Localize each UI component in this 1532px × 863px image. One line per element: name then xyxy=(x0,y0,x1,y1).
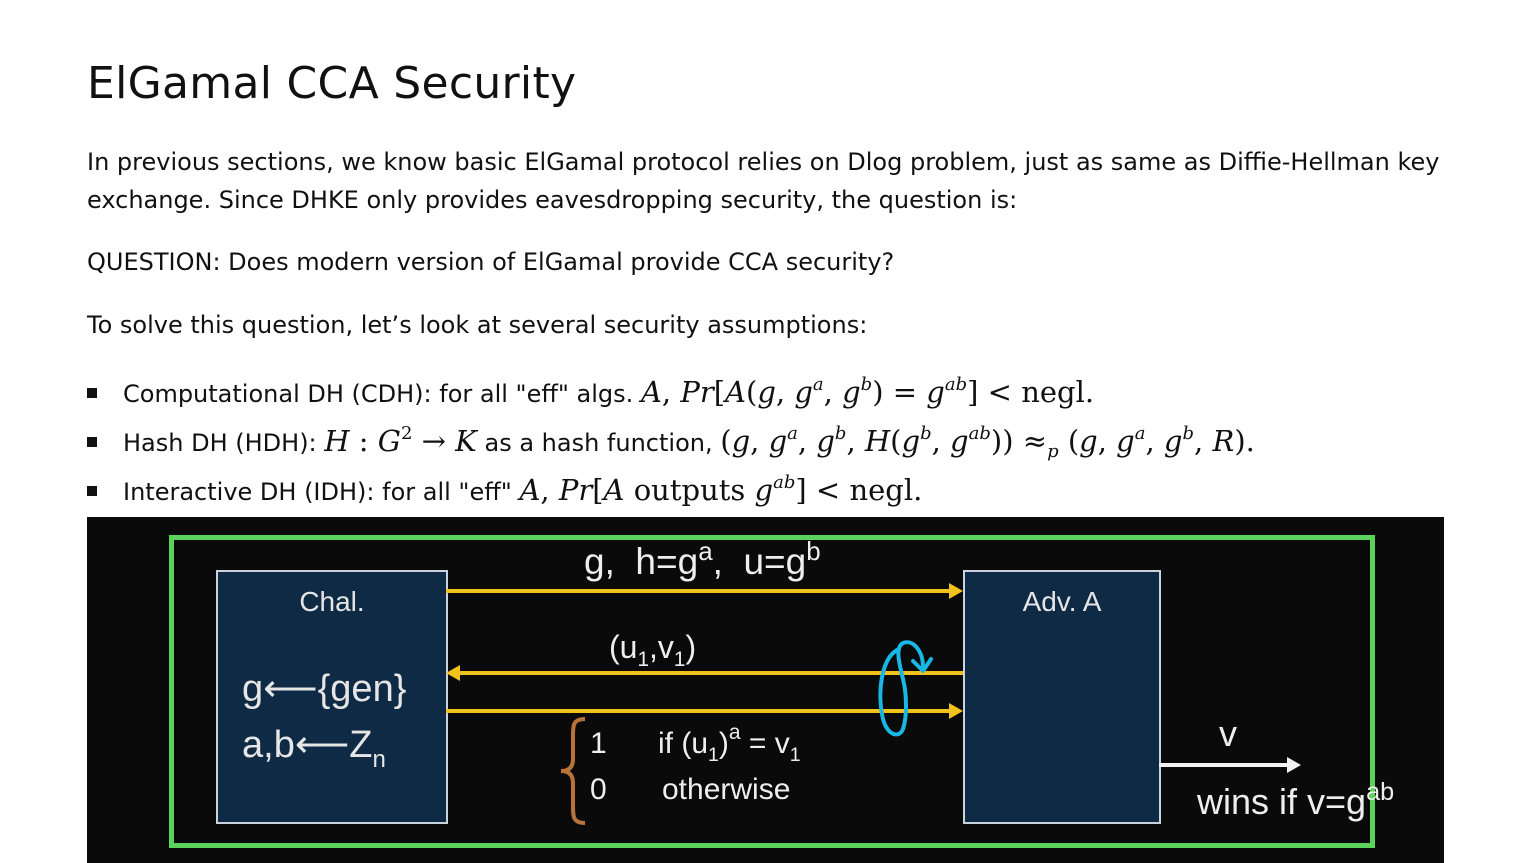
bullet-marker xyxy=(87,486,97,496)
assumption-cdh: Computational DH (CDH): for all "eff" al… xyxy=(87,368,1255,417)
adversary-box: Adv. A xyxy=(963,570,1161,824)
hdh-formula: (g, ga, gb, H(gb, gab)) ≈p (g, ga, gb, R… xyxy=(720,423,1255,462)
repeat-loop-icon xyxy=(878,640,933,737)
assumption-hdh: Hash DH (HDH): H : G2 → K as a hash func… xyxy=(87,417,1255,466)
cdh-formula: A, Pr[A(g, ga, gb) = gab] < negl. xyxy=(640,374,1095,409)
response-brace-icon xyxy=(560,717,586,825)
game-frame xyxy=(169,535,1375,848)
assumption-idh: Interactive DH (IDH): for all "eff" A, P… xyxy=(87,466,1255,515)
output-v-label: v xyxy=(1219,713,1237,754)
challenger-exp-line: a,b⟵Zn xyxy=(242,724,386,773)
response-arrow xyxy=(446,703,963,719)
response-otherwise: otherwise xyxy=(662,773,791,806)
hdh-hash-formula: H : G2 → K xyxy=(324,423,477,458)
assumption-hdh-middle: as a hash function, xyxy=(484,429,713,457)
response-zero: 0 xyxy=(590,773,607,806)
intro-paragraph: In previous sections, we know basic ElGa… xyxy=(87,148,1440,214)
query-arrow xyxy=(446,665,963,681)
adversary-title: Adv. A xyxy=(1022,586,1102,617)
challenger-title: Chal. xyxy=(299,586,365,617)
challenger-gen-line: g⟵{gen} xyxy=(242,668,407,710)
challenger-box: Chal. g⟵{gen} a,b⟵Zn xyxy=(216,570,448,824)
lead-in-paragraph: To solve this question, let’s look at se… xyxy=(87,311,868,339)
assumption-idh-label: Interactive DH (IDH): for all "eff" xyxy=(123,478,512,506)
public-values-label: g, h=ga, u=gb xyxy=(584,538,821,582)
idh-formula: A, Pr[A outputs gab] < negl. xyxy=(519,472,923,507)
assumption-cdh-label: Computational DH (CDH): for all "eff" al… xyxy=(123,380,634,408)
question-paragraph: QUESTION: Does modern version of ElGamal… xyxy=(87,248,895,276)
public-values-arrow xyxy=(446,583,963,599)
assumption-hdh-label: Hash DH (HDH): xyxy=(123,429,317,457)
output-arrow xyxy=(1159,757,1301,773)
bullet-marker xyxy=(87,437,97,447)
bullet-marker xyxy=(87,388,97,398)
win-condition-label: wins if v=gab xyxy=(1197,778,1395,822)
idh-game-figure: Chal. g⟵{gen} a,b⟵Zn Adv. A g, h=ga, u=g… xyxy=(87,517,1444,863)
assumption-list: Computational DH (CDH): for all "eff" al… xyxy=(87,368,1255,515)
query-label: (u1,v1) xyxy=(609,629,697,671)
page-title: ElGamal CCA Security xyxy=(87,58,577,109)
response-condition: if (u1)a = v1 xyxy=(658,721,801,766)
response-one: 1 xyxy=(590,727,607,760)
